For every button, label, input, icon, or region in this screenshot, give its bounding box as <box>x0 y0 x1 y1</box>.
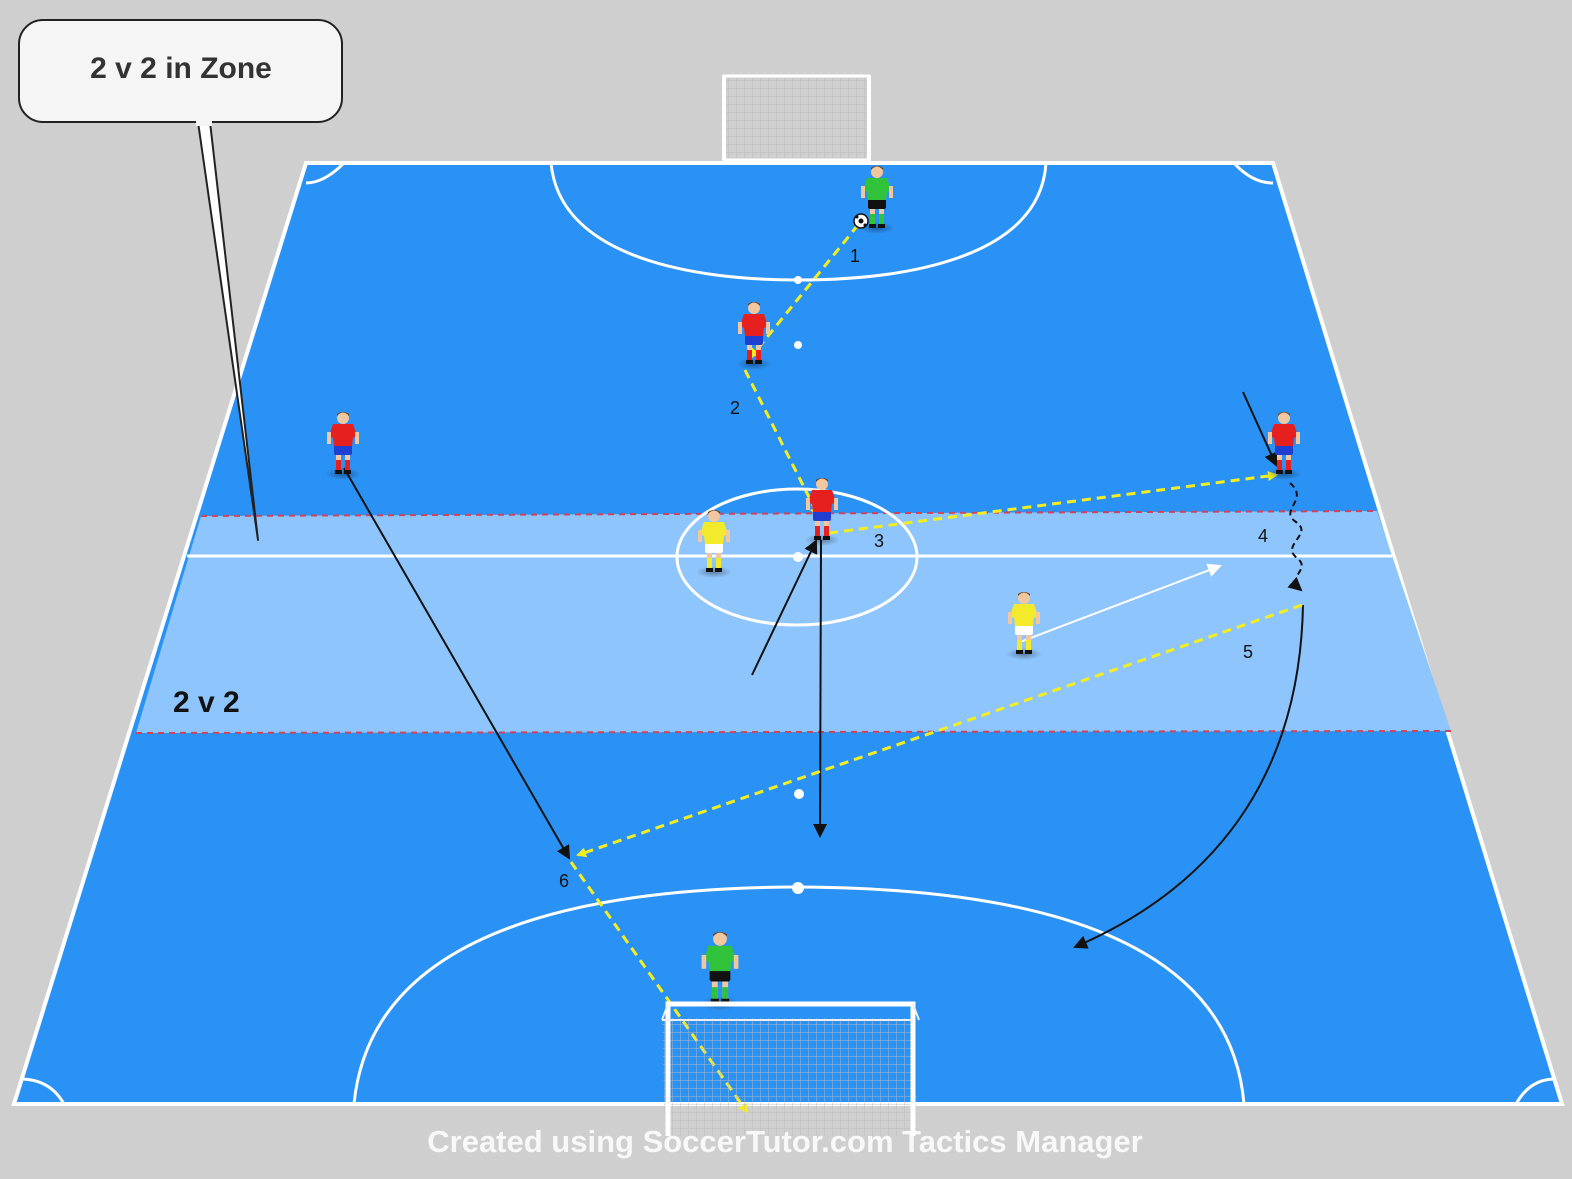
pass-arrow <box>749 224 860 359</box>
goalkeeper-icon <box>859 166 895 234</box>
pass-arrow <box>828 471 1278 535</box>
callout-title: 2 v 2 in Zone <box>90 52 272 85</box>
red-player-icon <box>1266 412 1302 480</box>
red-player-icon <box>804 478 840 546</box>
callout: 2 v 2 in Zone <box>18 19 343 541</box>
step-numbers: 1 2 3 4 5 6 <box>559 246 1268 891</box>
top-goal-icon <box>722 74 871 162</box>
movement-arrows <box>343 391 1304 949</box>
players <box>325 166 1302 1011</box>
yellow-player-icon <box>696 510 732 578</box>
bottom-goal-icon <box>661 1001 920 1136</box>
movement-arrow <box>1073 604 1304 949</box>
movement-arrow <box>1019 563 1222 643</box>
step-number: 1 <box>850 246 860 266</box>
step-number: 3 <box>874 531 884 551</box>
step-number: 4 <box>1258 526 1268 546</box>
movement-arrow <box>751 539 818 676</box>
pitch-spots <box>792 276 804 894</box>
pass-arrow <box>743 369 820 517</box>
step-number: 6 <box>559 871 569 891</box>
movement-arrow <box>813 539 828 838</box>
movement-arrow <box>1242 391 1278 467</box>
zone-top-line <box>200 510 1378 517</box>
red-player-icon <box>325 412 361 480</box>
dribble-arrow <box>1287 482 1303 592</box>
red-player-icon <box>736 302 772 370</box>
pass-arrow <box>576 603 1303 858</box>
goalkeeper-icon <box>699 932 741 1011</box>
movement-arrow <box>343 467 570 860</box>
zone-label: 2 v 2 <box>173 686 240 719</box>
watermark: Created using SoccerTutor.com Tactics Ma… <box>427 1124 1143 1159</box>
pass-arrows <box>569 224 1303 1114</box>
pass-arrow <box>569 861 749 1114</box>
step-number: 2 <box>730 398 740 418</box>
step-number: 5 <box>1243 642 1253 662</box>
yellow-player-icon <box>1006 592 1042 660</box>
